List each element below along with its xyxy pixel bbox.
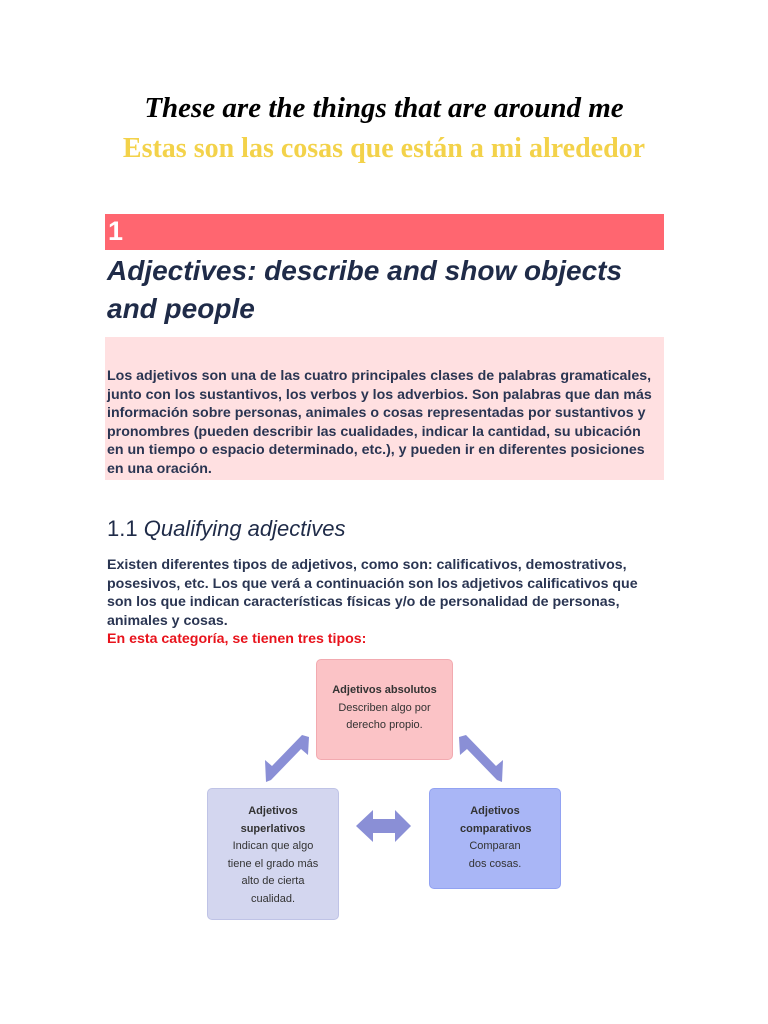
page-title-spanish: Estas son las cosas que están a mi alred… bbox=[122, 133, 646, 164]
box-adjetivos-superlativos: Adjetivos superlativos Indican que algo … bbox=[207, 788, 339, 920]
section-number: 1 bbox=[108, 216, 124, 246]
double-arrow-icon-left bbox=[265, 735, 309, 782]
subsection-title: Qualifying adjectives bbox=[143, 516, 346, 541]
subsection-body: Existen diferentes tipos de adjetivos, c… bbox=[107, 557, 638, 629]
double-arrow-icon-right bbox=[459, 735, 503, 782]
section-number-bar: 1 bbox=[105, 214, 664, 250]
double-arrow-icon-horizontal bbox=[356, 810, 411, 842]
subsection-heading: 1.1 Qualifying adjectives bbox=[107, 516, 346, 542]
box-title: Adjetivos absolutos bbox=[332, 684, 437, 696]
box-adjetivos-absolutos: Adjetivos absolutos Describen algo por d… bbox=[316, 659, 453, 760]
subsection-number: 1.1 bbox=[107, 516, 138, 541]
categories-note: En esta categoría, se tienen tres tipos: bbox=[107, 631, 367, 647]
intro-text: Los adjetivos son una de las cuatro prin… bbox=[107, 368, 652, 477]
box-adjetivos-comparativos: Adjetivos comparativos Comparan dos cosa… bbox=[429, 788, 561, 889]
intro-callout: Los adjetivos son una de las cuatro prin… bbox=[105, 337, 664, 480]
box-title: Adjetivos comparativos bbox=[460, 805, 532, 835]
section-heading: Adjectives: describe and show objects an… bbox=[107, 255, 623, 324]
box-description: Comparan dos cosas. bbox=[468, 840, 522, 870]
box-description: Indican que algo tiene el grado más alto… bbox=[227, 840, 319, 905]
box-title: Adjetivos superlativos bbox=[240, 805, 306, 835]
page-title-english: These are the things that are around me bbox=[144, 92, 624, 124]
box-description: Describen algo por derecho propio. bbox=[338, 701, 431, 732]
